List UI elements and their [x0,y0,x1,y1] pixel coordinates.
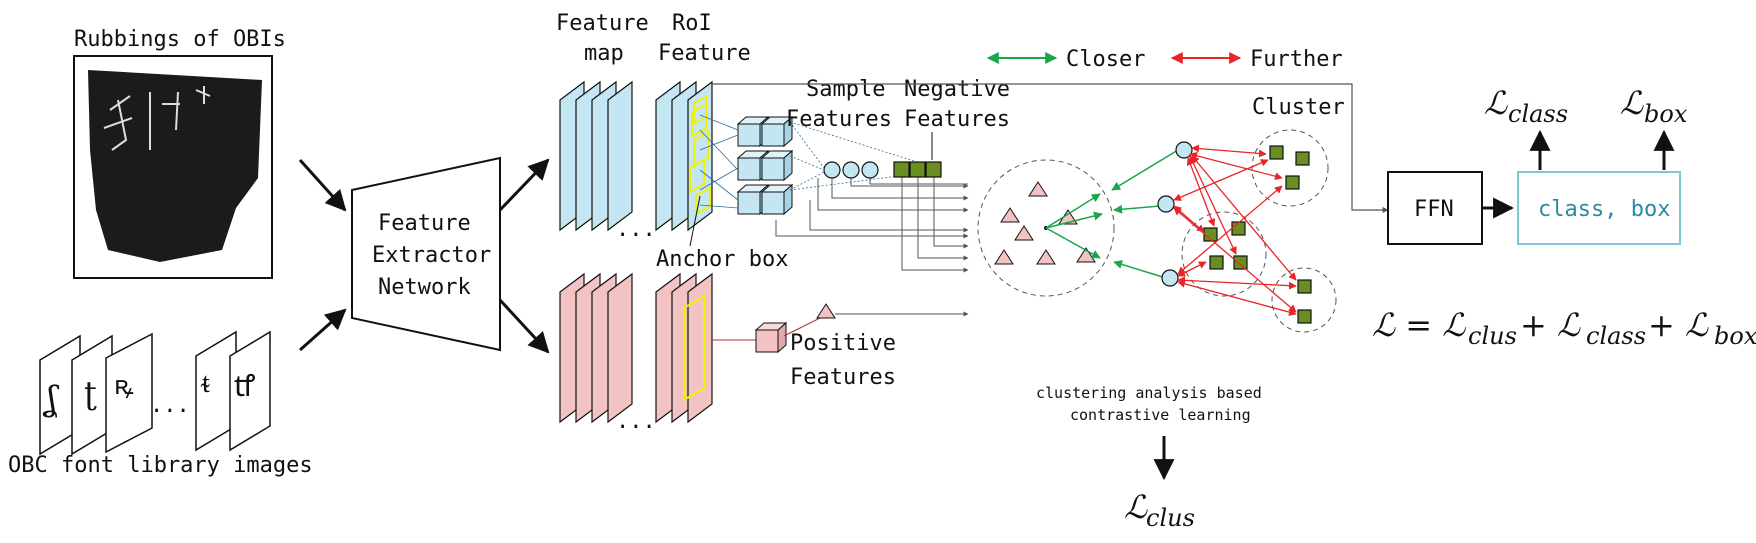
svg-text:class: class [1586,322,1646,350]
positive-cube [754,321,788,354]
pink-roi-maps [655,272,713,424]
loss-box: ℒ box [1620,84,1688,128]
svg-text:clus: clus [1146,504,1195,532]
svg-text:ᵵ: ᵵ [200,366,210,399]
anchor-boxes [689,94,711,216]
roi-label-1: RoI [672,11,712,36]
svg-text:ꝷ: ꝷ [234,369,256,404]
roi-pooled-cubes [736,115,794,216]
svg-text:ℒ = ℒ: ℒ = ℒ [1372,306,1466,344]
clustering-caption-1: clustering analysis based [1036,384,1262,402]
blue-roi-maps [655,80,713,232]
negative-feature-squares [893,161,942,178]
negative-cluster-circle-1 [1251,129,1329,207]
arrow-font-to-extractor [299,308,347,352]
sample-features-label-1: Sample [806,77,885,102]
svg-text:class: class [1508,100,1568,128]
roi-label-2: Feature [658,41,751,66]
total-loss-equation: ℒ = ℒ clus + ℒ class + ℒ box [1372,306,1756,350]
pink-maps-dots: ... [616,409,656,434]
arrow-rubbings-to-extractor [298,158,347,212]
svg-text:box: box [1714,322,1756,350]
positive-cube-link [783,317,821,337]
sample-features-label-2: Features [786,107,892,132]
loss-clus: ℒ clus [1124,488,1195,532]
blue-maps-dots: ... [616,217,656,242]
svg-text:ℒ: ℒ [1484,84,1508,122]
positive-triangle [816,303,836,319]
arrow-extractor-to-blue-maps [498,158,550,212]
svg-text:ʈ: ʈ [84,374,97,412]
clustering-caption-2: contrastive learning [1070,406,1251,424]
sample-feature-circles [823,161,879,179]
class-box-output [1517,171,1681,245]
blue-feature-maps [559,80,633,232]
positive-cluster-triangles [994,181,1096,265]
svg-text:clus: clus [1468,322,1517,350]
roi-to-cube-lines [699,114,739,209]
feature-map-label-2: map [584,41,624,66]
svg-text:ℒ: ℒ [1124,488,1148,526]
roi-to-ffn-line [712,83,1389,213]
class-box-label: class, box [1538,197,1670,222]
extractor-label-3: Network [378,275,471,300]
svg-text:+ ℒ: + ℒ [1648,306,1709,344]
feature-fanout-lines [775,177,969,273]
rubbings-title: Rubbings of OBIs [74,27,286,52]
further-legend-label: Further [1250,47,1343,72]
font-library-images: ʆ ʈ ꝶ ᵵ ꝷ [39,330,271,456]
anchor-pointer [689,195,701,247]
loss-class: ℒ class [1484,84,1568,128]
svg-text:ꝶ: ꝶ [114,371,134,401]
sample-points [1157,141,1193,287]
svg-text:box: box [1644,100,1688,128]
further-arrows [1173,144,1297,316]
extractor-label-1: Feature [378,211,471,236]
rubbing-glyph-strokes [103,86,211,151]
anchor-box-label: Anchor box [656,247,788,272]
negative-features-label-1: Negative [904,77,1010,102]
extractor-label-2: Extractor [372,243,491,268]
closer-legend-label: Closer [1066,47,1145,72]
arrow-extractor-to-pink-maps [498,298,550,354]
positive-features-label-2: Features [790,365,896,390]
font-library-title: OBC font library images [8,453,313,478]
negative-features-label-2: Features [904,107,1010,132]
svg-text:ʆ: ʆ [42,379,60,419]
cluster-label: Cluster [1252,95,1345,120]
ffn-label: FFN [1414,197,1454,222]
pink-feature-maps [559,272,633,424]
closer-arrows [1045,149,1179,279]
font-library-dots: ... [150,393,190,418]
svg-text:ℒ: ℒ [1620,84,1644,122]
positive-features-label-1: Positive [790,331,896,356]
svg-text:+ ℒ: + ℒ [1520,306,1581,344]
feature-map-label-1: Feature [556,11,649,36]
positive-cluster-circle [977,159,1115,297]
feature-extractor-network [351,156,501,352]
cube-to-sample-lines [789,121,931,191]
